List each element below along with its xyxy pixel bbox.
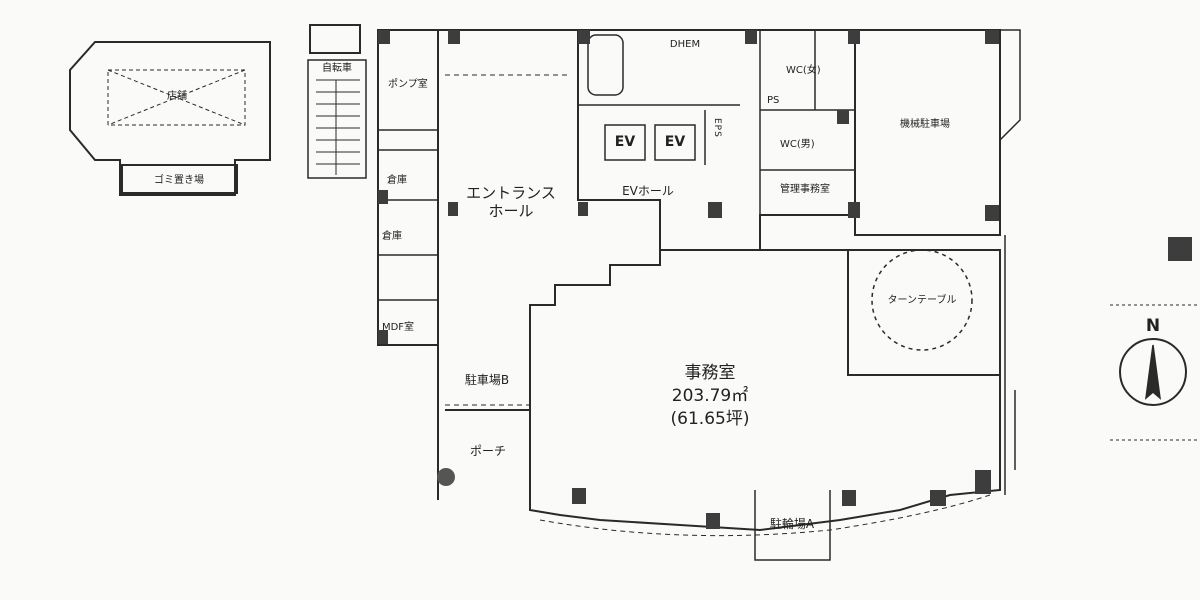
parking-a-box	[754, 490, 831, 561]
label-small-top-left: 自転車	[322, 63, 352, 74]
compass-ring	[1119, 338, 1187, 406]
columns	[378, 30, 1192, 529]
label-small-mid1: 倉庫	[387, 175, 407, 186]
label-parking-b: 駐車場B	[464, 373, 510, 387]
label-ev-2: EV	[664, 134, 686, 150]
label-ev-1: EV	[614, 134, 636, 150]
label-office-area-tsubo: (61.65坪)	[670, 409, 750, 429]
label-eps: EPS	[712, 118, 722, 138]
compass-axis	[1110, 304, 1200, 441]
left-shop-outline	[69, 41, 271, 196]
stair-block	[307, 59, 367, 179]
label-right-room: 機械駐車場	[900, 119, 950, 130]
label-wc-top: WC(女)	[786, 65, 821, 76]
service-corridor	[377, 29, 439, 346]
label-turntable: ターンテーブル	[887, 295, 957, 306]
label-left-room-lower: ゴミ置き場	[154, 175, 204, 186]
label-small-mid2: 倉庫	[382, 231, 402, 242]
office-outline	[529, 249, 1001, 532]
entrance-walls	[437, 29, 578, 500]
entrance-dashed	[445, 74, 570, 406]
left-lower-room	[121, 164, 238, 194]
wc-block	[759, 30, 855, 215]
right-room	[854, 29, 1001, 236]
label-office-area-m2: 203.79㎡	[671, 386, 749, 406]
ev-shafts	[578, 104, 740, 165]
label-entrance-hall-2: ホール	[488, 202, 534, 220]
compass-label: N	[1145, 316, 1161, 336]
exterior-right	[1004, 235, 1016, 495]
turntable-box	[848, 249, 1001, 376]
label-pump-room: ポンプ室	[388, 79, 428, 90]
label-wc-bottom: WC(男)	[780, 139, 815, 150]
label-entrance-hall-1: エントランス	[466, 184, 556, 202]
porch-pillar	[437, 468, 455, 486]
label-management-office: 管理事務室	[780, 184, 830, 195]
label-porch: ポーチ	[469, 444, 507, 458]
label-small-mid3: MDF室	[381, 322, 415, 333]
label-left-room: 店舗	[167, 91, 187, 102]
compass-needle	[1144, 344, 1162, 400]
service-dividers	[378, 129, 438, 301]
office-curve	[539, 494, 991, 537]
label-parking-a: 駐輪場A	[769, 517, 815, 531]
stair-2	[587, 34, 624, 96]
left-shop-hatch	[107, 69, 246, 126]
label-small-top-center: DHEM	[669, 39, 701, 50]
label-office: 事務室	[684, 363, 736, 383]
label-ps: PS	[767, 95, 780, 106]
top-small-room	[309, 24, 361, 54]
stair-treads	[316, 79, 360, 175]
label-ev-hall: EVホール	[622, 184, 674, 198]
right-extension	[999, 29, 1021, 141]
